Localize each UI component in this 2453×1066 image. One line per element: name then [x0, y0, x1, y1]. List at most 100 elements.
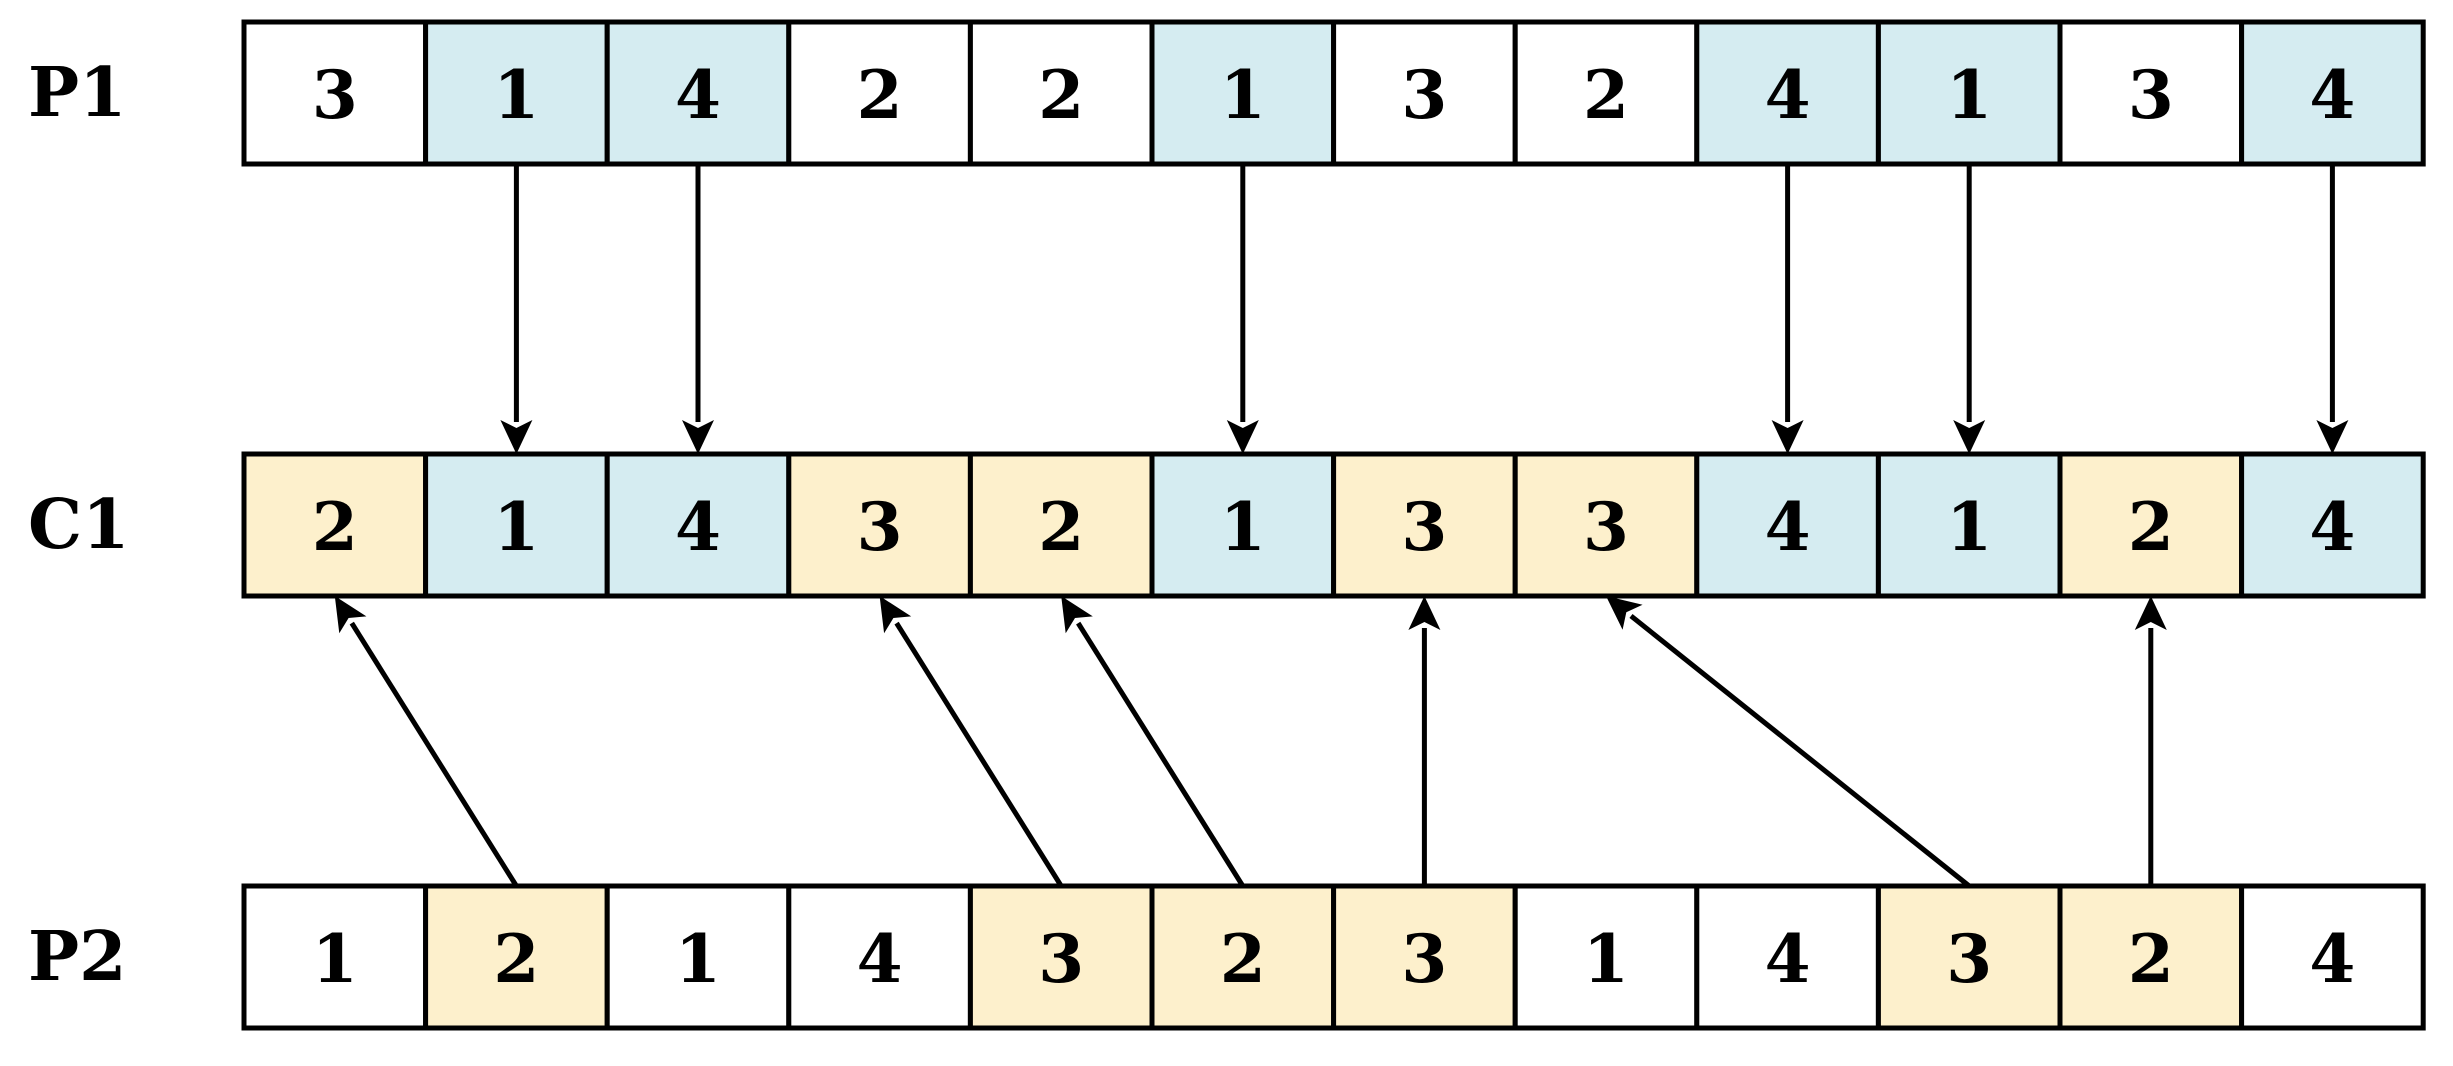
c1-gene-cell: 1	[423, 451, 610, 599]
inheritance-arrow-p2-to-c1	[1408, 596, 1441, 886]
c1-gene-cell: 4	[2239, 451, 2426, 599]
c1-gene-value: 1	[493, 488, 539, 566]
arrow-head	[1953, 420, 1986, 454]
p1-gene-box	[241, 19, 429, 167]
p1-gene-value: 1	[493, 56, 539, 134]
c1-gene-box	[2057, 451, 2245, 599]
c1-gene-cell: 4	[1694, 451, 1881, 599]
inheritance-arrow-p2-to-c1	[334, 596, 519, 888]
p2-gene-value: 4	[2309, 920, 2355, 998]
p2-gene-value: 4	[857, 920, 903, 998]
p1-gene-box	[1875, 19, 2063, 167]
c1-gene-cell: 1	[1875, 451, 2063, 599]
p2-gene-value: 2	[1220, 920, 1266, 998]
c1-gene-box	[2239, 451, 2426, 599]
p1-gene-cell: 2	[786, 19, 973, 167]
arrow-head	[2316, 420, 2349, 454]
p1-gene-value: 3	[312, 56, 358, 134]
inheritance-arrow-p2-to-c1	[2134, 596, 2167, 886]
arrow-head	[879, 596, 912, 634]
arrow-head	[1606, 596, 1643, 630]
p1-gene-cell: 4	[604, 19, 792, 167]
arrow-head	[1771, 420, 1804, 454]
c1-gene-value: 4	[2309, 488, 2355, 566]
c1-gene-box	[1694, 451, 1881, 599]
p2-gene-box	[786, 883, 973, 1031]
p1-gene-cell: 1	[423, 19, 610, 167]
p2-gene-cell: 3	[967, 883, 1155, 1031]
p1-gene-value: 4	[675, 56, 721, 134]
inheritance-arrow-p2-to-c1	[1606, 596, 1971, 888]
c1-gene-box	[1149, 451, 1337, 599]
p2-gene-value: 4	[1765, 920, 1811, 998]
arrow-head	[2134, 596, 2167, 630]
c1-gene-box	[1512, 451, 1700, 599]
p2-gene-box	[2057, 883, 2245, 1031]
p2-gene-box	[1694, 883, 1881, 1031]
p2-gene-cell: 2	[2057, 883, 2245, 1031]
p1-gene-box	[604, 19, 792, 167]
p2-gene-value: 1	[675, 920, 721, 998]
p2-gene-value: 2	[493, 920, 539, 998]
p2-gene-box	[604, 883, 792, 1031]
p2-gene-cell: 3	[1875, 883, 2063, 1031]
c1-gene-box	[241, 451, 429, 599]
arrow-shaft	[1629, 614, 1971, 888]
c1-gene-box	[1331, 451, 1518, 599]
p1-gene-box	[2057, 19, 2245, 167]
p2-gene-box	[423, 883, 610, 1031]
p2-gene-box	[2239, 883, 2426, 1031]
inheritance-arrow-p1-to-c1	[1771, 164, 1804, 454]
arrow-head	[334, 596, 367, 634]
p2-gene-cell: 1	[604, 883, 792, 1031]
p1-gene-cell: 3	[1331, 19, 1518, 167]
arrow-shaft	[349, 621, 519, 888]
p2-gene-value: 3	[1038, 920, 1084, 998]
p1-gene-value: 3	[2128, 56, 2174, 134]
c1-gene-cell: 4	[604, 451, 792, 599]
p2-gene-cell: 4	[786, 883, 973, 1031]
p1-gene-cell: 1	[1149, 19, 1337, 167]
p1-gene-box	[423, 19, 610, 167]
c1-gene-value: 1	[1220, 488, 1266, 566]
p2-gene-cell: 2	[1149, 883, 1337, 1031]
p2-row-label: P2	[28, 917, 126, 997]
c1-gene-value: 4	[1765, 488, 1811, 566]
p1-gene-box	[786, 19, 973, 167]
p1-gene-value: 1	[1220, 56, 1266, 134]
p2-gene-cell: 2	[423, 883, 610, 1031]
c1-gene-value: 4	[675, 488, 721, 566]
p2-gene-value: 1	[1583, 920, 1629, 998]
c1-gene-cell: 1	[1149, 451, 1337, 599]
p2-gene-cell: 1	[1512, 883, 1700, 1031]
p1-gene-cell: 4	[2239, 19, 2426, 167]
p2-gene-box	[967, 883, 1155, 1031]
p2-gene-value: 2	[2128, 920, 2174, 998]
c1-gene-value: 3	[857, 488, 903, 566]
p2-gene-cell: 4	[1694, 883, 1881, 1031]
p1-gene-cell: 3	[241, 19, 429, 167]
arrows	[334, 164, 2349, 888]
p1-gene-cell: 1	[1875, 19, 2063, 167]
p1-gene-box	[1694, 19, 1881, 167]
c1-gene-box	[967, 451, 1155, 599]
inheritance-arrow-p2-to-c1	[1061, 596, 1245, 888]
p1-gene-box	[1149, 19, 1337, 167]
c1-gene-cell: 3	[1512, 451, 1700, 599]
p2-gene-box	[1512, 883, 1700, 1031]
p1-gene-value: 3	[1401, 56, 1447, 134]
p1-gene-value: 1	[1946, 56, 1992, 134]
p1-gene-value: 4	[2309, 56, 2355, 134]
p1-gene-cell: 4	[1694, 19, 1881, 167]
c1-row-label: C1	[28, 485, 129, 565]
inheritance-arrow-p1-to-c1	[682, 164, 714, 454]
p2-gene-cell: 1	[241, 883, 429, 1031]
arrow-head	[1061, 596, 1093, 634]
c1-gene-cell: 3	[1331, 451, 1518, 599]
arrow-shaft	[894, 621, 1064, 888]
p1-gene-cell: 3	[2057, 19, 2245, 167]
p1-gene-value: 4	[1765, 56, 1811, 134]
arrow-head	[682, 420, 714, 454]
